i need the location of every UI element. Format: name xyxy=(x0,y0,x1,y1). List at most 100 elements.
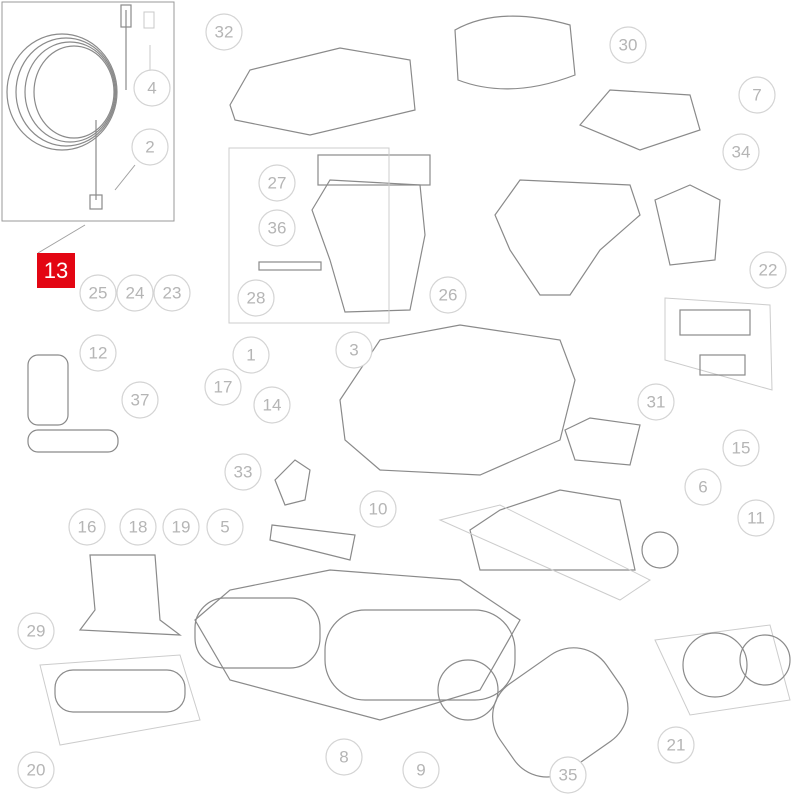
callout-5[interactable]: 5 xyxy=(206,508,244,546)
callout-26[interactable]: 26 xyxy=(429,276,467,314)
part-15-bracket xyxy=(564,417,641,466)
callout-23[interactable]: 23 xyxy=(153,274,191,312)
track-left xyxy=(194,597,321,669)
svg-text:1: 1 xyxy=(246,346,255,365)
svg-text:28: 28 xyxy=(247,289,266,308)
part-28-filter xyxy=(258,261,322,271)
part-31-body xyxy=(339,324,576,476)
svg-text:26: 26 xyxy=(439,286,458,305)
part-35-belt xyxy=(492,647,629,778)
svg-text:34: 34 xyxy=(732,143,751,162)
callout-37[interactable]: 37 xyxy=(121,381,159,419)
svg-text:20: 20 xyxy=(27,761,46,780)
part-21-hub xyxy=(739,634,791,686)
callout-15[interactable]: 15 xyxy=(722,429,760,467)
svg-text:5: 5 xyxy=(220,518,229,537)
svg-text:16: 16 xyxy=(78,518,97,537)
svg-text:32: 32 xyxy=(215,23,234,42)
part-10-motor-unit xyxy=(469,489,636,571)
svg-text:6: 6 xyxy=(698,478,707,497)
part-29-flap xyxy=(78,554,182,636)
callout-6[interactable]: 6 xyxy=(684,468,722,506)
svg-text:33: 33 xyxy=(234,463,253,482)
part-26-filter-basket xyxy=(311,179,426,313)
svg-text:30: 30 xyxy=(619,36,638,55)
svg-text:35: 35 xyxy=(559,766,578,785)
callout-1[interactable]: 1 xyxy=(232,336,270,374)
badge-leader xyxy=(37,224,86,254)
callout-28[interactable]: 28 xyxy=(237,279,275,317)
svg-text:9: 9 xyxy=(416,761,425,780)
svg-text:23: 23 xyxy=(163,284,182,303)
svg-text:3: 3 xyxy=(349,341,358,360)
svg-text:21: 21 xyxy=(667,736,686,755)
callout-27[interactable]: 27 xyxy=(258,164,296,202)
svg-text:17: 17 xyxy=(214,378,233,397)
svg-text:36: 36 xyxy=(268,219,287,238)
svg-text:15: 15 xyxy=(732,439,751,458)
svg-text:27: 27 xyxy=(268,174,287,193)
svg-text:10: 10 xyxy=(369,500,388,519)
callout-3[interactable]: 3 xyxy=(335,331,373,369)
callout-35[interactable]: 35 xyxy=(549,756,587,794)
callout-12[interactable]: 12 xyxy=(79,334,117,372)
svg-text:25: 25 xyxy=(89,284,108,303)
part-20-brush xyxy=(54,669,186,713)
callout-7[interactable]: 7 xyxy=(738,76,776,114)
callout-24[interactable]: 24 xyxy=(116,274,154,312)
wheel xyxy=(437,659,499,721)
svg-text:31: 31 xyxy=(647,393,666,412)
callout-11[interactable]: 11 xyxy=(737,499,775,537)
part-32-top-cover xyxy=(229,47,416,136)
highlighted-part-badge[interactable]: 13 xyxy=(37,253,75,288)
callout-34[interactable]: 34 xyxy=(722,133,760,171)
part-22-group-frame xyxy=(664,297,773,391)
callout-29[interactable]: 29 xyxy=(17,612,55,650)
svg-text:2: 2 xyxy=(145,138,154,157)
svg-text:18: 18 xyxy=(129,518,148,537)
callout-2[interactable]: 2 xyxy=(131,128,169,166)
callout-19[interactable]: 19 xyxy=(162,508,200,546)
callout-33[interactable]: 33 xyxy=(224,453,262,491)
callout-10[interactable]: 10 xyxy=(359,490,397,528)
part-11-gear xyxy=(641,531,679,569)
callout-8[interactable]: 8 xyxy=(325,738,363,776)
filter-group-frame xyxy=(228,147,390,324)
callout-14[interactable]: 14 xyxy=(253,386,291,424)
svg-text:22: 22 xyxy=(759,261,778,280)
part-12-spring xyxy=(27,354,69,426)
svg-text:37: 37 xyxy=(131,391,150,410)
svg-text:8: 8 xyxy=(339,748,348,767)
part-16-shaft xyxy=(27,429,119,453)
callout-22[interactable]: 22 xyxy=(749,251,787,289)
svg-text:4: 4 xyxy=(147,79,156,98)
part-9-track xyxy=(324,609,516,701)
part-34-grille xyxy=(654,184,721,266)
svg-text:14: 14 xyxy=(263,396,282,415)
part-30-control-unit xyxy=(454,15,576,90)
callout-21[interactable]: 21 xyxy=(657,726,695,764)
part-7-handle xyxy=(579,89,701,151)
callout-9[interactable]: 9 xyxy=(402,751,440,789)
svg-text:12: 12 xyxy=(89,344,108,363)
part-33-clip xyxy=(269,524,356,561)
callout-30[interactable]: 30 xyxy=(609,26,647,64)
part-20-group-frame xyxy=(39,654,201,746)
svg-text:29: 29 xyxy=(27,622,46,641)
svg-text:11: 11 xyxy=(747,509,765,528)
callout-4[interactable]: 4 xyxy=(133,69,171,107)
callout-36[interactable]: 36 xyxy=(258,209,296,247)
svg-text:24: 24 xyxy=(126,284,145,303)
callout-32[interactable]: 32 xyxy=(205,13,243,51)
cable-assembly-frame xyxy=(1,1,175,222)
callout-25[interactable]: 25 xyxy=(79,274,117,312)
callout-18[interactable]: 18 xyxy=(119,508,157,546)
callout-16[interactable]: 16 xyxy=(68,508,106,546)
callout-20[interactable]: 20 xyxy=(17,751,55,789)
callout-17[interactable]: 17 xyxy=(204,368,242,406)
part-21-wheel xyxy=(682,632,748,698)
parts xyxy=(27,15,791,778)
callout-31[interactable]: 31 xyxy=(637,383,675,421)
